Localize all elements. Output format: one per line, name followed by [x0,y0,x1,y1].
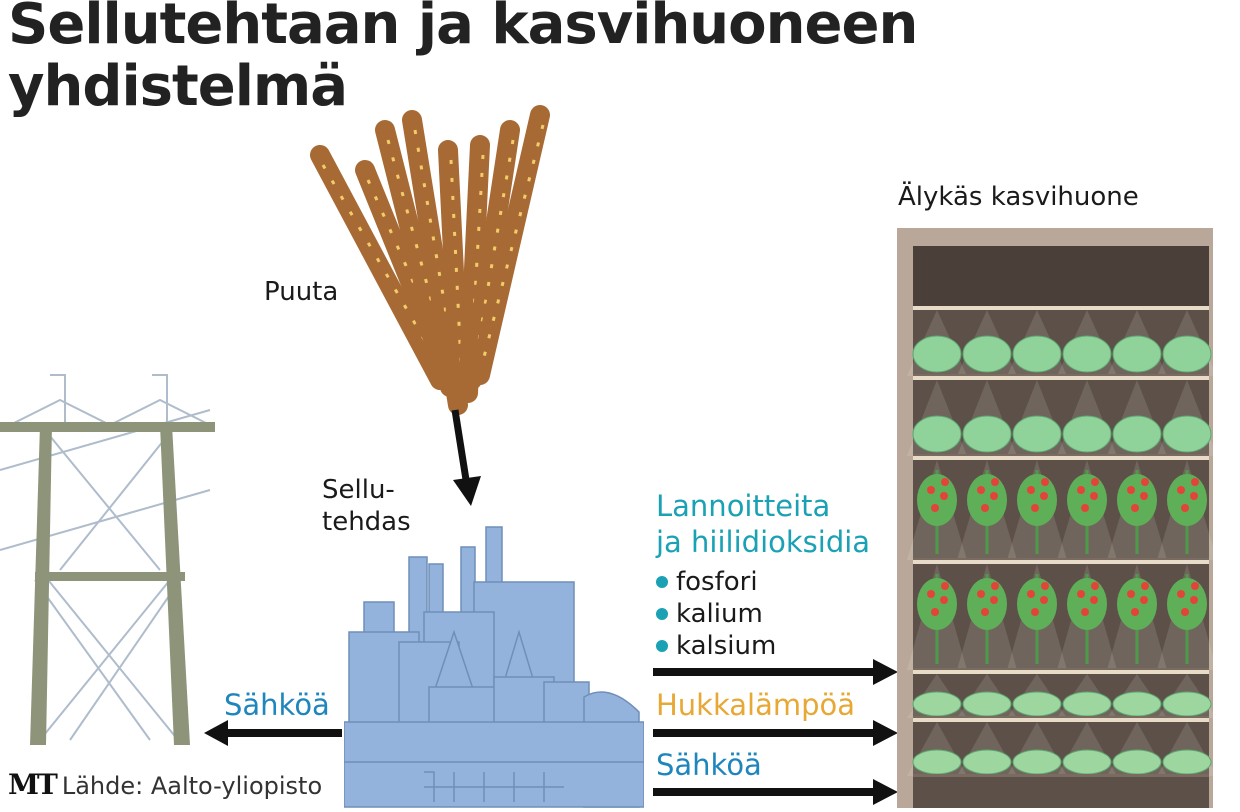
mill-label-line-2: tehdas [322,507,411,537]
shelf-icon [913,456,1209,460]
lettuce-icon [1012,415,1062,453]
lettuce-icon [1162,415,1212,453]
arrow-mill-to-grid [204,720,342,746]
page-title: Sellutehtaan ja kasvihuoneen yhdistelmä [8,0,918,119]
title-line-2: yhdistelmä [8,54,348,119]
arrow-wood-to-mill [451,409,481,506]
electricity-to-grid-label: Sähköä [224,688,330,722]
nutrient-item: kalsium [656,630,776,662]
shelf-icon [913,670,1209,674]
wood-label: Puuta [264,277,339,307]
arrow-electricity [653,779,898,805]
greenhouse-label: Älykäs kasvihuone [898,182,1139,212]
title-line-1: Sellutehtaan ja kasvihuoneen [8,0,918,57]
lettuce-icon [912,335,962,373]
cucumber-plant-icon [962,691,1012,717]
nutrient-item: fosfori [656,566,776,598]
lettuce-icon [1062,335,1112,373]
cucumber-plant-icon [912,749,962,775]
log-icon [470,105,550,385]
pulp-mill-label: Sellu- tehdas [322,474,411,538]
shelf-icon [913,376,1209,380]
nutrient-item-label: kalsium [676,631,777,661]
arrow-waste-heat [653,720,898,746]
cucumber-plant-icon [1112,749,1162,775]
lettuce-icon [1112,335,1162,373]
bullet-icon [656,640,668,652]
cucumber-plant-icon [1162,749,1212,775]
mt-logo: MT [8,768,58,801]
nutrients-line-1: Lannoitteita [656,489,831,523]
nutrients-heading: Lannoitteita ja hiilidioksidia [656,488,870,560]
lettuce-icon [1112,415,1162,453]
bullet-icon [656,576,668,588]
cucumber-plant-icon [912,691,962,717]
source-text: Lähde: Aalto-yliopisto [61,772,323,800]
shelf-icon [913,718,1209,722]
smart-greenhouse-illustration [897,228,1213,808]
nutrient-item: kalium [656,598,776,630]
nutrient-list: fosfori kalium kalsium [656,566,776,662]
arrow-nutrients [653,659,898,685]
lettuce-icon [1012,335,1062,373]
lettuce-icon [1162,335,1212,373]
cucumber-plant-icon [1112,691,1162,717]
bullet-icon [656,608,668,620]
log-icon [438,140,470,405]
nutrients-line-2: ja hiilidioksidia [656,525,871,559]
lettuce-icon [962,415,1012,453]
footer: MT Lähde: Aalto-yliopisto [8,768,322,801]
log-icon [310,145,450,390]
cucumber-plant-icon [1012,691,1062,717]
cucumber-plant-icon [962,749,1012,775]
nutrient-item-label: fosfori [676,567,758,597]
power-pylon-illustration [0,374,215,745]
cucumber-plant-icon [1062,691,1112,717]
cucumber-plant-icon [1012,749,1062,775]
wood-logs-illustration [310,105,550,415]
cucumber-plant-icon [1162,691,1212,717]
shelf-icon [913,560,1209,564]
lettuce-icon [912,415,962,453]
mill-label-line-1: Sellu- [322,475,395,505]
waste-heat-label: Hukkalämpöä [656,688,856,722]
electricity-label: Sähköä [656,748,762,782]
lettuce-icon [1062,415,1112,453]
lettuce-icon [962,335,1012,373]
shelf-icon [913,306,1209,310]
cucumber-plant-icon [1062,749,1112,775]
nutrient-item-label: kalium [676,599,763,629]
pulp-mill-illustration [344,526,644,808]
